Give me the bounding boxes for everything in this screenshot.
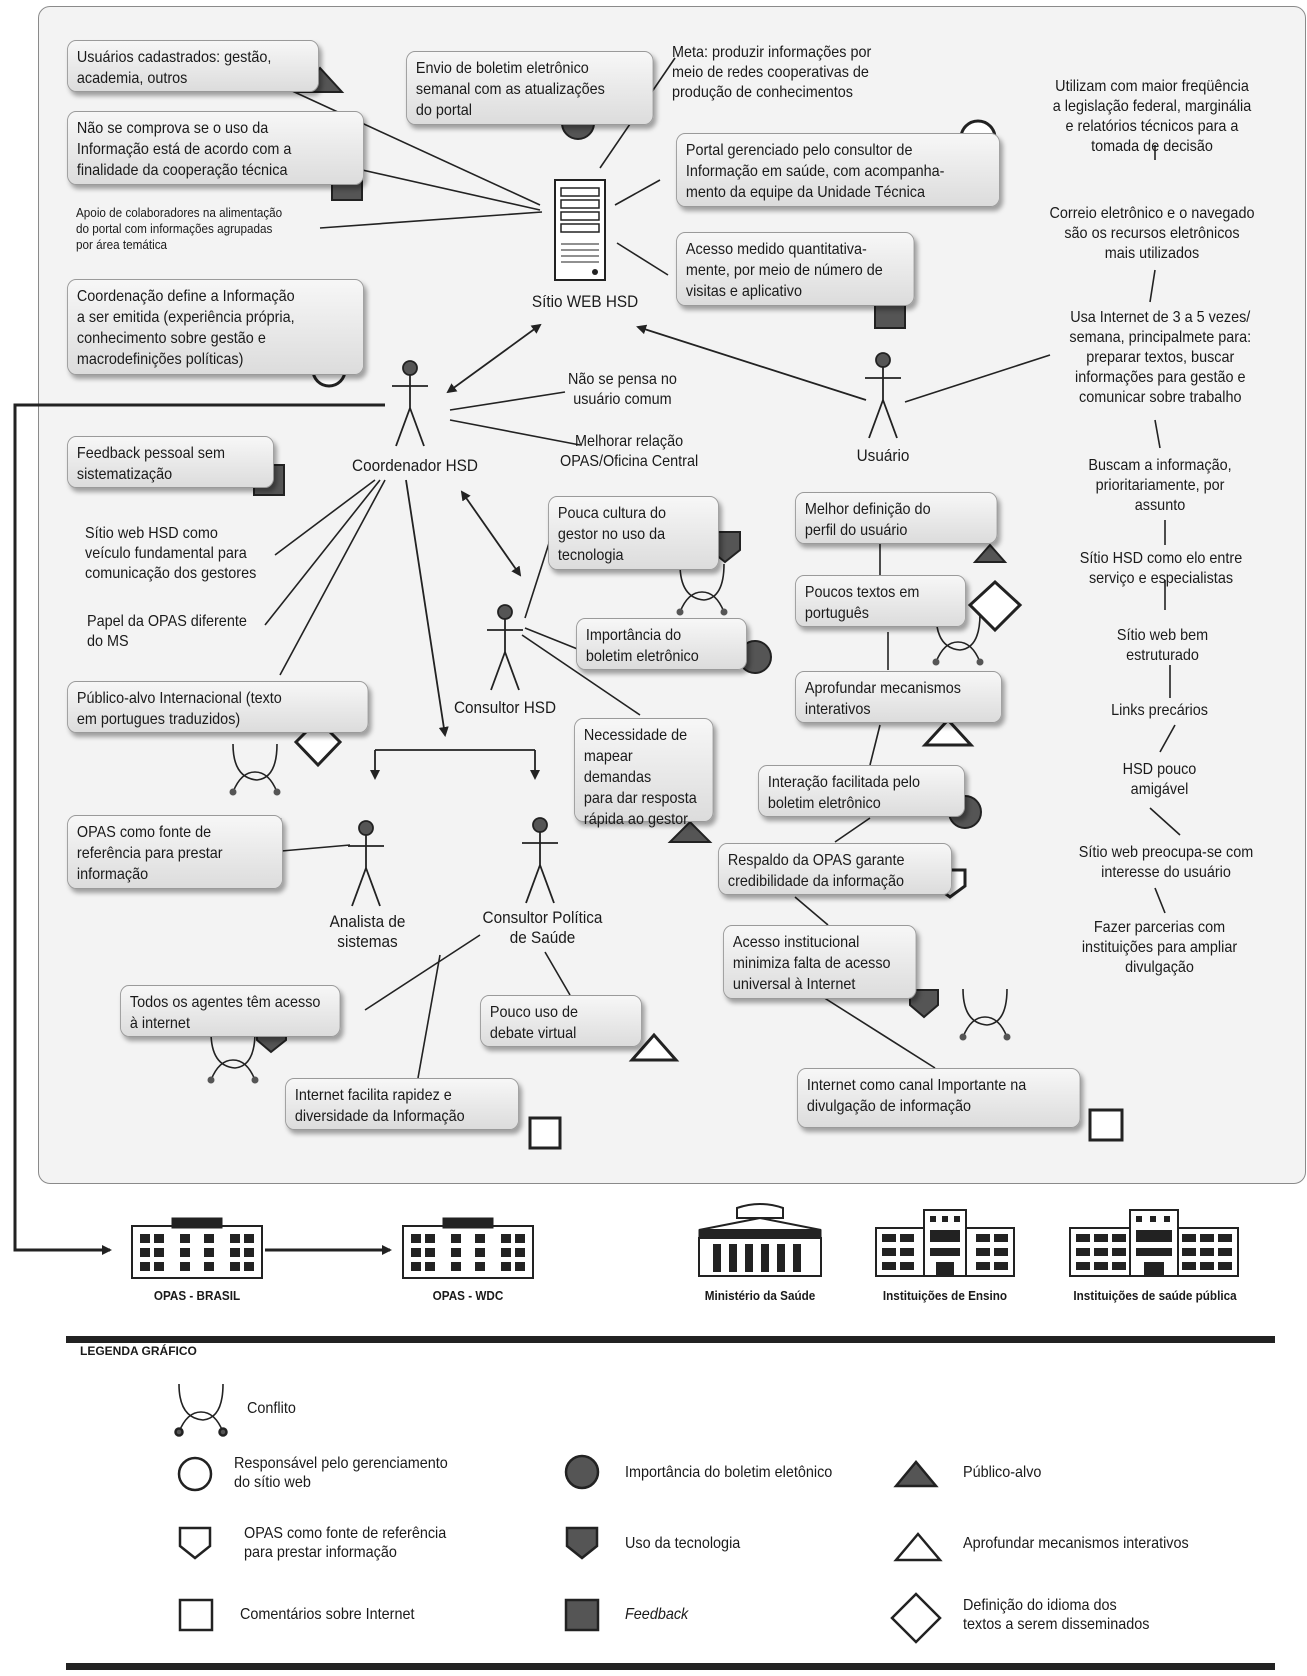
triangle-open-icon (628, 1032, 680, 1062)
label-consultor-politica: Consultor Política de Saúde (482, 908, 603, 947)
actor-icons (348, 352, 901, 907)
text-right-5: Sítio HSD como elo entre serviço e espec… (1079, 550, 1243, 587)
legend-square-filled-icon (564, 1598, 600, 1632)
legend-triangle-open-icon (893, 1532, 943, 1562)
box-publico: Público-alvo Internacional (texto em por… (67, 681, 369, 733)
buildings (131, 1203, 1239, 1279)
box-interacao: Interação facilitada pelo boletim eletrô… (758, 765, 965, 817)
actor-usuario (865, 352, 901, 439)
label-analista: Analista de sistemas (329, 912, 406, 951)
box-acesso-medido: Acesso medido quantitativa- mente, por m… (676, 232, 915, 306)
building-ensino-icon (875, 1209, 1015, 1277)
box-envio: Envio de boletim eletrônico semanal com … (406, 51, 654, 125)
text-right-4: Buscam a informação, prioritariamente, p… (1088, 457, 1232, 514)
text-meta: Meta: produzir informações por meio de r… (672, 44, 872, 101)
connector-lines (264, 57, 1181, 1079)
box-internet-facilita: Internet facilita rapidez e diversidade … (285, 1078, 519, 1130)
legend-triangle-filled: Público-alvo (963, 1464, 1042, 1481)
legend-diamond-open: Definição do idioma dos textos a serem d… (963, 1597, 1150, 1633)
label-ministerio: Ministério da Saúde (704, 1288, 816, 1303)
box-pouca-cultura: Pouca cultura do gestor no uso da tecnol… (548, 496, 719, 570)
box-acesso-inst: Acesso institucional minimiza falta de a… (723, 925, 917, 999)
triangle-filled-icon (972, 543, 1008, 563)
text-right-9: Sítio web preocupa-se com interesse do u… (1078, 844, 1254, 881)
text-apoio: Apoio de colaboradores na alimentação do… (76, 205, 283, 252)
box-usuarios: Usuários cadastrados: gestão, academia, … (67, 40, 319, 92)
box-coordenacao: Coordenação define a Informação a ser em… (67, 279, 364, 375)
legend-shield-filled: Uso da tecnologia (625, 1535, 741, 1552)
box-todos: Todos os agentes têm acesso à internet (120, 985, 341, 1037)
legend-diamond-open-icon (890, 1592, 942, 1644)
box-respaldo: Respaldo da OPAS garante credibilidade d… (718, 843, 952, 895)
box-aprofundar: Aprofundar mecanismos interativos (795, 671, 1002, 723)
box-pouco-uso: Pouco uso de debate virtual (480, 995, 642, 1047)
legend-triangle-filled-icon (893, 1460, 939, 1488)
box-internet-canal: Internet como canal Importante na divulg… (797, 1068, 1081, 1128)
building-ministerio-icon (698, 1203, 822, 1277)
diamond-open-icon (967, 579, 1023, 633)
legend-square-open-icon (178, 1598, 214, 1632)
actor-coordenador (392, 360, 428, 447)
text-melhorar: Melhorar relação OPAS/Oficina Central (560, 433, 699, 470)
building-saude-publica-icon (1069, 1209, 1239, 1277)
label-consultor: Consultor HSD (453, 698, 557, 717)
square-open-icon (1088, 1108, 1124, 1142)
label-saude-publica: Instituições de saúde pública (1073, 1288, 1237, 1303)
box-necessidade: Necessidade de mapear demandas para dar … (574, 718, 714, 828)
legend-conflito-icon (174, 1382, 228, 1437)
text-sitio-veiculo: Sítio web HSD como veículo fundamental p… (85, 525, 257, 582)
triangle-open-icon (921, 717, 975, 747)
label-coordenador: Coordenador HSD (352, 456, 478, 475)
text-right-2: Correio eletrônico e o navegado são os r… (1049, 205, 1255, 262)
label-usuario: Usuário (856, 446, 910, 465)
legend-shield-open: OPAS como fonte de referência para prest… (244, 1525, 447, 1561)
arrows (13, 323, 867, 1255)
server-icon (554, 179, 606, 281)
label-sitio: Sítio WEB HSD (531, 292, 639, 311)
legend-bars (66, 1336, 1275, 1670)
legend-circle-filled: Importância do boletim eletônico (625, 1464, 833, 1481)
legend-shield-open-icon (178, 1526, 212, 1560)
legend-triangle-open: Aprofundar mecanismos interativos (963, 1535, 1189, 1552)
label-opas-brasil: OPAS - BRASIL (153, 1288, 241, 1303)
box-nao-comprova: Não se comprova se o uso da Informação e… (67, 111, 364, 185)
triangle-filled-icon (667, 820, 713, 843)
legend-shield-filled-icon (565, 1526, 599, 1560)
text-right-10: Fazer parcerias com instituições para am… (1081, 919, 1238, 976)
box-symbols (250, 66, 1124, 1150)
legend-square-open: Comentários sobre Internet (240, 1606, 415, 1623)
box-portal: Portal gerenciado pelo consultor de Info… (676, 133, 1000, 207)
text-right-3: Usa Internet de 3 a 5 vezes/ semana, pri… (1069, 309, 1252, 406)
actor-consultor-politica (522, 817, 558, 904)
legend-conflito: Conflito (247, 1400, 296, 1417)
square-open-icon (528, 1116, 562, 1150)
text-nao-pensa: Não se pensa no usuário comum (568, 371, 677, 408)
text-papel: Papel da OPAS diferente do MS (87, 613, 247, 650)
box-feedback: Feedback pessoal sem sistematização (67, 436, 274, 488)
text-right-8: HSD pouco amigável (1122, 761, 1197, 798)
shield-filled-icon (909, 989, 939, 1019)
box-poucos-textos: Poucos textos em português (795, 575, 966, 627)
legend-circle-open-icon (177, 1456, 213, 1492)
legend-title: LEGENDA GRÁFICO (80, 1344, 197, 1358)
building-opas-brasil-icon (131, 1217, 263, 1279)
box-opas-fonte: OPAS como fonte de referência para prest… (67, 815, 283, 889)
box-importancia: Importância do boletim eletrônico (576, 618, 747, 670)
text-right-6: Sítio web bem estruturado (1116, 627, 1209, 664)
box-melhor-def: Melhor definição do perfil do usuário (795, 492, 998, 544)
label-ensino: Instituições de Ensino (882, 1288, 1008, 1303)
legend-circle-filled-icon (564, 1454, 600, 1490)
actor-analista (348, 820, 384, 907)
actor-consultor (487, 604, 523, 691)
legend-square-filled: Feedback (625, 1606, 689, 1623)
text-right-1: Utilizam com maior freqüência a legislaç… (1052, 78, 1252, 155)
label-opas-wdc: OPAS - WDC (432, 1288, 504, 1303)
legend-circle-open: Responsável pelo gerenciamento do sítio … (234, 1455, 448, 1491)
legend-symbols (174, 1382, 943, 1644)
building-opas-wdc-icon (402, 1217, 534, 1279)
text-right-7: Links precários (1111, 702, 1208, 719)
